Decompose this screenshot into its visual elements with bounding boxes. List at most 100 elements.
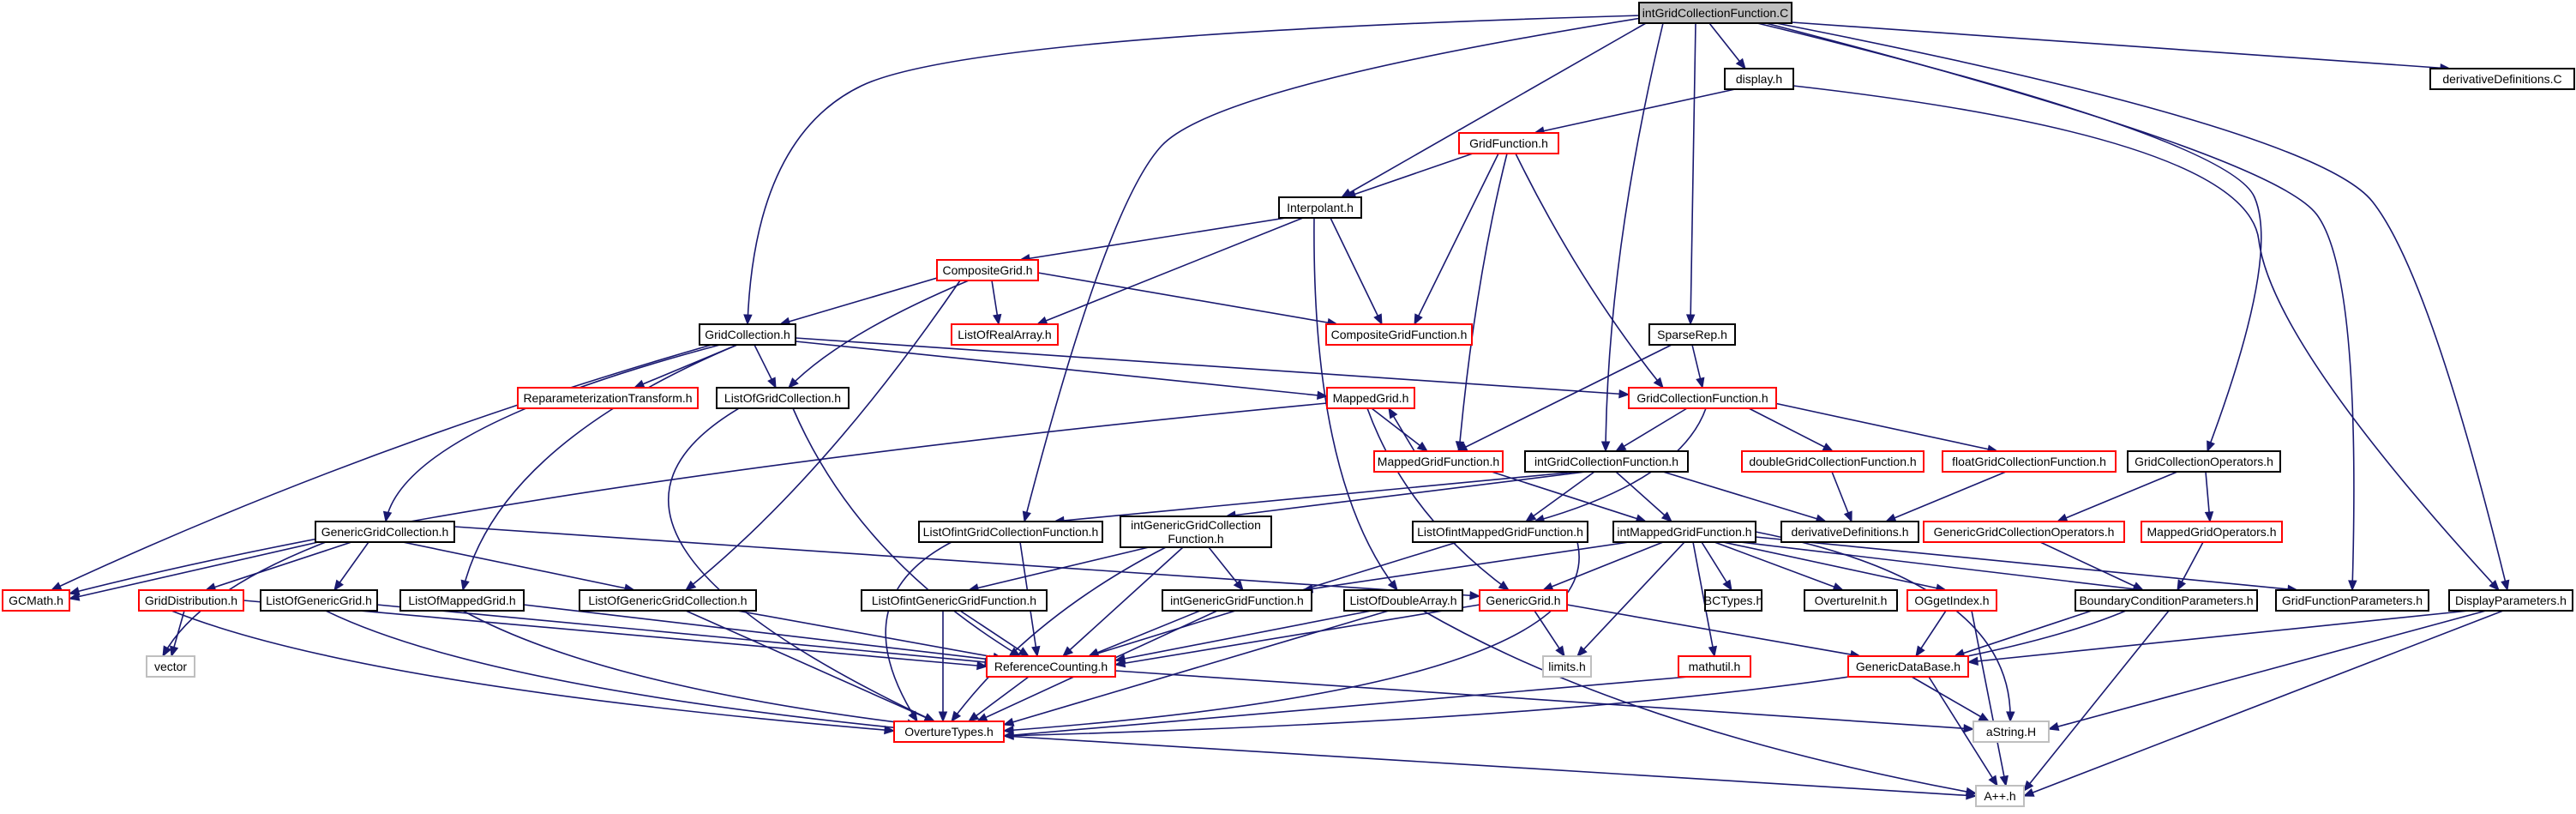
node-label: intMappedGridFunction.h xyxy=(1617,525,1751,539)
arrowhead-icon xyxy=(1614,442,1627,452)
file-node-ovtypes[interactable]: OvertureTypes.h xyxy=(893,721,1005,743)
file-node-gfparams[interactable]: GridFunctionParameters.h xyxy=(2275,589,2429,612)
node-box xyxy=(1479,589,1568,612)
file-node-griddist[interactable]: GridDistribution.h xyxy=(138,589,244,612)
node-label: BCTypes.h xyxy=(1704,594,1762,607)
file-node-ggc[interactable]: GenericGridCollection.h xyxy=(315,521,455,543)
edge-line xyxy=(453,526,1480,597)
file-node-gcf[interactable]: GridCollectionFunction.h xyxy=(1628,387,1777,409)
edge-imgf-to-ogget xyxy=(1722,541,1948,593)
node-label: ListOfintMappedGridFunction.h xyxy=(1417,525,1583,539)
file-node-derivC[interactable]: derivativeDefinitions.C xyxy=(2429,68,2575,90)
edge-line xyxy=(385,344,721,522)
node-label: OGgetIndex.h xyxy=(1914,594,1989,607)
edge-logridcoll-to-ovtypes xyxy=(667,407,936,722)
edge-line xyxy=(792,407,1021,657)
edge-line xyxy=(1003,610,2127,737)
arrowhead-icon xyxy=(967,711,980,722)
node-box xyxy=(1678,655,1751,678)
edge-line xyxy=(1062,546,1184,657)
file-node-mappedgrid[interactable]: MappedGrid.h xyxy=(1326,387,1415,409)
arrowhead-icon xyxy=(1388,407,1398,419)
edge-line xyxy=(51,344,712,591)
file-node-ogget[interactable]: OGgetIndex.h xyxy=(1906,589,1997,612)
file-node-igcf[interactable]: intGridCollectionFunction.h xyxy=(1524,450,1689,473)
file-node-compgrid[interactable]: CompositeGrid.h xyxy=(936,259,1039,281)
node-box xyxy=(861,589,1048,612)
file-node-bcparams[interactable]: BoundaryConditionParameters.h xyxy=(2075,589,2258,612)
edge-line xyxy=(1302,541,1630,591)
file-node-gridcoll[interactable]: GridCollection.h xyxy=(699,323,796,346)
node-label: mathutil.h xyxy=(1689,660,1741,673)
file-node-sparserep[interactable]: SparseRep.h xyxy=(1648,323,1736,346)
edge-gcops-to-ggcops xyxy=(2056,471,2178,522)
file-node-logridcoll[interactable]: ListOfGridCollection.h xyxy=(716,387,850,409)
file-node-root[interactable]: intGridCollectionFunction.C xyxy=(1638,2,1792,24)
edge-line xyxy=(1366,407,1510,591)
edge-line xyxy=(1971,610,2007,787)
file-node-ovinit[interactable]: OvertureInit.h xyxy=(1804,589,1898,612)
node-label: intGridCollectionFunction.C xyxy=(1642,6,1788,20)
file-node-mathutil[interactable]: mathutil.h xyxy=(1678,655,1751,678)
edge-ggc-to-loggc xyxy=(402,541,636,593)
arrowhead-icon xyxy=(951,710,962,723)
file-node-bctypes[interactable]: BCTypes.h xyxy=(1704,589,1762,612)
edge-loggc-to-ovtypes xyxy=(685,610,936,722)
edge-interp-to-lorealarr xyxy=(1036,217,1304,325)
file-node-dgcf[interactable]: doubleGridCollectionFunction.h xyxy=(1741,450,1924,473)
file-node-logg[interactable]: ListOfGenericGrid.h xyxy=(260,589,378,612)
arrowhead-icon xyxy=(1233,579,1244,592)
node-label: OvertureTypes.h xyxy=(904,725,994,739)
file-node-loigcf[interactable]: ListOfintGridCollectionFunction.h xyxy=(918,521,1103,543)
file-node-compgridfunc[interactable]: CompositeGridFunction.h xyxy=(1325,323,1473,346)
file-node-reparam[interactable]: ReparameterizationTransform.h xyxy=(517,387,699,409)
edge-line xyxy=(1739,541,2144,591)
node-label: ReparameterizationTransform.h xyxy=(523,391,692,405)
arrowhead-icon xyxy=(1317,390,1329,401)
edge-gridcoll-to-logridcoll xyxy=(754,344,777,389)
edge-gcf-to-dgcf xyxy=(1748,407,1834,452)
file-node-ggcops[interactable]: GenericGridCollectionOperators.h xyxy=(1923,521,2125,543)
file-node-dispparams[interactable]: DisplayParameters.h xyxy=(2448,589,2573,612)
arrowhead-icon xyxy=(1660,511,1672,522)
file-node-loggc[interactable]: ListOfGenericGridCollection.h xyxy=(579,589,757,612)
edge-line xyxy=(1765,22,2355,591)
file-node-gridfunc[interactable]: GridFunction.h xyxy=(1458,132,1559,154)
edge-compgrid-to-gridcoll xyxy=(778,275,944,326)
file-node-loiggf[interactable]: ListOfintGenericGridFunction.h xyxy=(861,589,1048,612)
file-node-derivh[interactable]: derivativeDefinitions.h xyxy=(1780,521,1919,543)
edge-line xyxy=(523,604,1000,661)
edge-line xyxy=(376,604,995,664)
node-box xyxy=(2141,521,2283,543)
file-node-astring: aString.H xyxy=(1973,721,2050,743)
edge-lomg-to-refcount xyxy=(523,604,1000,664)
edge-line xyxy=(788,280,970,389)
file-node-lorealarr[interactable]: ListOfRealArray.h xyxy=(951,323,1059,346)
node-label: DisplayParameters.h xyxy=(2455,594,2567,607)
node-label: GridCollectionOperators.h xyxy=(2135,455,2273,468)
file-node-gcmath[interactable]: GCMath.h xyxy=(2,589,70,612)
file-node-fgcf[interactable]: floatGridCollectionFunction.h xyxy=(1942,450,2117,473)
arrowhead-icon xyxy=(1600,441,1611,453)
file-node-lodarr[interactable]: ListOfDoubleArray.h xyxy=(1343,589,1463,612)
file-node-gengrid[interactable]: GenericGrid.h xyxy=(1479,589,1568,612)
file-node-imgf[interactable]: intMappedGridFunction.h xyxy=(1612,521,1756,543)
file-node-gdb[interactable]: GenericDataBase.h xyxy=(1847,655,1969,678)
edge-line xyxy=(885,541,952,722)
arrowhead-icon xyxy=(2204,511,2214,523)
file-node-iggf[interactable]: intGenericGridFunction.h xyxy=(1162,589,1312,612)
file-node-refcount[interactable]: ReferenceCounting.h xyxy=(986,655,1116,678)
arrowhead-icon xyxy=(1062,646,1074,657)
file-node-mgf[interactable]: MappedGridFunction.h xyxy=(1373,450,1504,473)
file-node-gcops[interactable]: GridCollectionOperators.h xyxy=(2127,450,2281,473)
file-node-interp[interactable]: Interpolant.h xyxy=(1278,196,1362,219)
file-node-lomg[interactable]: ListOfMappedGrid.h xyxy=(399,589,525,612)
arrowhead-icon xyxy=(162,645,172,658)
node-box xyxy=(1804,589,1898,612)
file-node-mgops[interactable]: MappedGridOperators.h xyxy=(2141,521,2283,543)
file-node-loimgf[interactable]: ListOfintMappedGridFunction.h xyxy=(1412,521,1588,543)
edge-line xyxy=(1605,22,1664,452)
file-node-display[interactable]: display.h xyxy=(1724,68,1794,90)
arrowhead-icon xyxy=(1087,648,1100,657)
